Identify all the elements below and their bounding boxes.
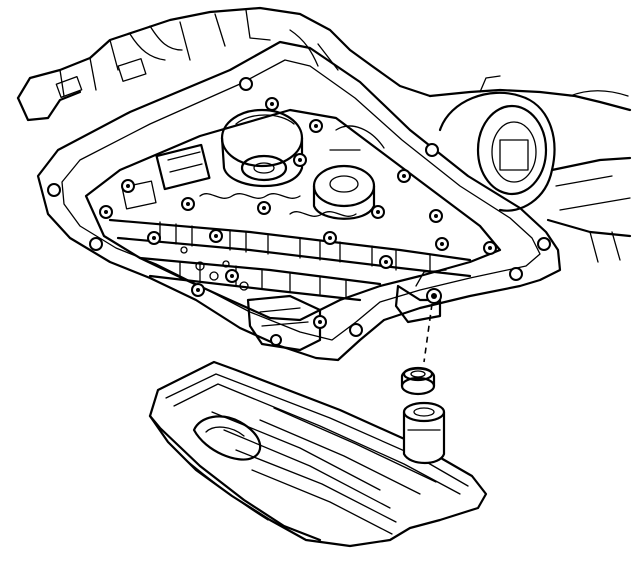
bolt-icon xyxy=(429,209,443,223)
flange-bolts xyxy=(47,77,551,337)
bolt-icon xyxy=(181,197,195,211)
bolt-icon xyxy=(47,183,61,197)
valve-spools-row-2 xyxy=(138,256,382,302)
bolt-icon xyxy=(371,205,385,219)
valve-body-bolts xyxy=(99,97,497,329)
bolt-icon xyxy=(89,237,103,251)
valve-body xyxy=(84,108,502,352)
bolt-icon xyxy=(265,97,279,111)
bolt-icon xyxy=(313,315,327,329)
bolt-icon xyxy=(225,269,239,283)
bolt-icon xyxy=(349,323,363,337)
bolt-icon xyxy=(99,205,113,219)
bolt-icon xyxy=(379,255,393,269)
bolt-icon xyxy=(435,237,449,251)
bolt-icon xyxy=(257,201,271,215)
bolt-icon xyxy=(397,169,411,183)
bolt-icon xyxy=(537,237,551,251)
bolt-icon xyxy=(293,153,307,167)
bolt-icon xyxy=(191,283,205,297)
electrical-connector xyxy=(121,143,211,210)
bolt-icon xyxy=(209,229,223,243)
bolt-icon xyxy=(483,241,497,255)
bolt-icon xyxy=(509,267,523,281)
accumulator xyxy=(312,125,385,220)
bolt-icon xyxy=(121,179,135,193)
bolt-icon xyxy=(426,288,442,304)
solenoid xyxy=(220,108,304,188)
bolt-icon xyxy=(147,231,161,245)
alignment-line xyxy=(423,303,433,363)
manual-valve xyxy=(246,294,322,352)
bolt-icon xyxy=(309,119,323,133)
bolt-icon xyxy=(425,143,439,157)
bolt-icon xyxy=(323,231,337,245)
seal-ring-icon xyxy=(400,366,436,396)
transmission-case xyxy=(16,6,632,263)
case-flange xyxy=(36,40,562,362)
bolt-icon xyxy=(239,77,253,91)
filter-icon xyxy=(148,360,488,548)
